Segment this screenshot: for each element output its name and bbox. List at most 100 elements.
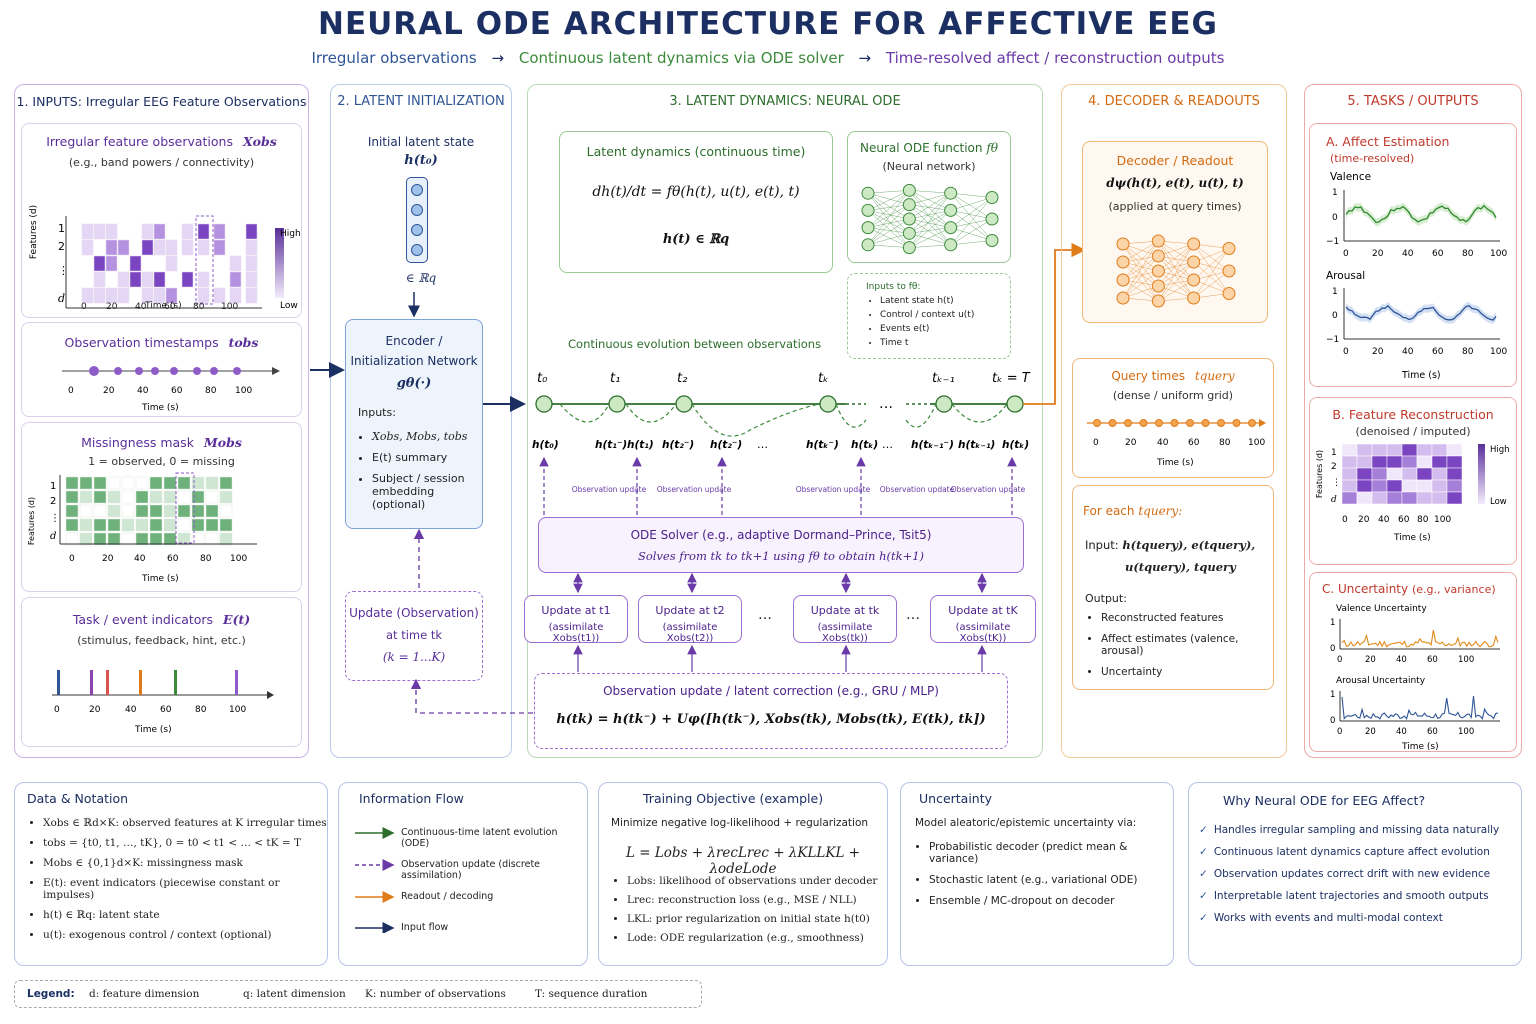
obs-update-label: Observation update — [657, 485, 732, 494]
recon-row-dots: ⋮ — [1332, 478, 1341, 488]
for-each-card: For each tquery: Input: h(tquery), e(tqu… — [1072, 485, 1274, 690]
obs-cell — [229, 271, 242, 288]
recon-high: High — [1490, 445, 1510, 455]
why-title: Why Neural ODE for EEG Affect? — [1223, 793, 1426, 808]
legend-item: K: number of observations — [365, 988, 506, 1000]
encoder-title-1: Encoder / — [385, 334, 443, 348]
obs-cell — [105, 239, 118, 256]
timestamps-card: Observation timestamps tobs 0 20 40 60 8… — [21, 322, 302, 417]
mask-cell — [177, 532, 191, 546]
h-label: h(t₀) — [532, 439, 559, 451]
ts-dot — [114, 367, 122, 375]
mask-tick-80: 80 — [200, 554, 212, 564]
update-t1-sub: (assimilate Xobs(t1)) — [548, 622, 604, 644]
ode-solver-title: ODE Solver (e.g., adaptive Dormand–Princ… — [630, 528, 932, 542]
recon-cell — [1446, 443, 1463, 457]
val-x-40: 40 — [1402, 249, 1414, 259]
subtitle-arrow-2: → — [858, 49, 872, 67]
training-box: Training Objective (example) Minimize ne… — [598, 782, 888, 966]
latent-init-header: 2. LATENT INITIALIZATION — [337, 94, 505, 109]
time-label-tK1: tₖ₋₁ — [932, 371, 955, 386]
aunc-x-20: 20 — [1365, 727, 1376, 737]
timestamps-title: Observation timestamps tobs — [64, 335, 259, 350]
recon-cell — [1431, 467, 1448, 481]
h-label: h(t₂⁻) — [662, 439, 694, 451]
aunc-x-60: 60 — [1427, 727, 1438, 737]
obs-row-labels: 1 2 ⋮ d — [58, 222, 69, 305]
solver-update-arrows — [573, 572, 987, 672]
why-box: Why Neural ODE for EEG Affect? ✓Handles … — [1188, 782, 1522, 966]
obs-heatmap: Features (d) 1 2 ⋮ d High Low — [29, 205, 301, 311]
update-box-k: (k = 1...K) — [382, 650, 446, 664]
mask-cell — [65, 504, 79, 518]
nn-node-icon — [1116, 237, 1130, 251]
ode-solver-box: ODE Solver (e.g., adaptive Dormand–Princ… — [538, 517, 1024, 573]
query-tick-80: 80 — [1219, 438, 1231, 448]
recon-cell — [1341, 455, 1358, 469]
obs-cell — [105, 255, 118, 272]
obs-tick-80: 80 — [193, 302, 205, 312]
continuous-evolution-label: Continuous evolution between observation… — [568, 337, 822, 351]
check-icon: ✓ — [1199, 890, 1208, 902]
mask-cell — [93, 504, 107, 518]
obs-cell — [141, 223, 154, 240]
mask-cell — [163, 518, 177, 532]
dynamics-equation-card: Latent dynamics (continuous time) dh(t)/… — [559, 131, 833, 273]
for-each-title: For each tquery: — [1083, 504, 1183, 518]
obs-cell — [117, 239, 130, 256]
update-t2-title: Update at t2 — [655, 604, 725, 617]
recon-cell — [1401, 443, 1418, 457]
arousal-line — [1345, 304, 1497, 321]
recon-cell — [1446, 491, 1463, 505]
nn-node-icon — [1187, 273, 1201, 287]
val-unc-label: Valence Uncertainty — [1336, 604, 1427, 614]
obs-cell — [181, 239, 194, 256]
initial-state-title: Initial latent state — [367, 135, 475, 149]
obs-cell — [229, 287, 242, 304]
task-tick-0: 0 — [54, 705, 60, 715]
decoder-title: Decoder / Readout — [1116, 153, 1234, 168]
nn-node-icon — [902, 212, 916, 226]
recon-row-d: d — [1331, 495, 1337, 505]
valence-line — [1345, 204, 1497, 224]
nn-node-icon — [1151, 279, 1165, 293]
nn-node-icon — [1151, 294, 1165, 308]
recon-cell — [1431, 455, 1448, 469]
recon-cell — [1356, 479, 1373, 493]
obs-cell — [93, 255, 106, 272]
dynamics-eq-main: dh(t)/dt = fθ(h(t), u(t), e(t), t) — [592, 184, 800, 200]
mask-cell — [121, 490, 135, 504]
obs-cell — [129, 271, 142, 288]
recon-cell — [1416, 467, 1433, 481]
output-item: Reconstructed features — [1101, 612, 1273, 624]
update-tk-title: Update at tk — [810, 604, 880, 617]
flow-item: Readout / decoding — [401, 891, 494, 902]
obs-update-label: Observation update — [572, 485, 647, 494]
obs-tick-40: 40 — [135, 302, 147, 312]
query-dot — [1217, 419, 1225, 427]
flow-title: Information Flow — [359, 791, 464, 806]
obs-row-1: 1 — [58, 222, 65, 235]
mask-cell — [149, 476, 163, 490]
mask-cell — [135, 476, 149, 490]
mask-row-2: 2 — [50, 496, 56, 507]
nn-node-icon — [1187, 291, 1201, 305]
recon-cell — [1416, 479, 1433, 493]
val-y-m1: −1 — [1326, 237, 1339, 247]
nn-node-icon — [1222, 287, 1236, 300]
update-ellipsis-2: … — [906, 607, 920, 623]
arousal-uncertainty-line — [1341, 695, 1499, 720]
h-label: h(tₖ) — [851, 439, 878, 451]
query-tick-60: 60 — [1188, 438, 1200, 448]
uncertainty-charts: Valence Uncertainty 1 0 0 20 40 60 100 A… — [1330, 604, 1500, 751]
ts-dot — [170, 367, 178, 375]
recon-cell — [1371, 479, 1388, 493]
f-input-item: Time t — [880, 338, 974, 348]
mask-cell — [177, 504, 191, 518]
decoder-header: 4. DECODER & READOUTS — [1088, 94, 1260, 109]
notation-item: tobs = {t0, t1, …, tK}, 0 = t0 < t1 < … … — [43, 837, 333, 849]
mask-cell — [135, 504, 149, 518]
query-dot — [1108, 419, 1117, 427]
recon-cell — [1446, 467, 1463, 481]
timeline-node — [935, 395, 953, 413]
